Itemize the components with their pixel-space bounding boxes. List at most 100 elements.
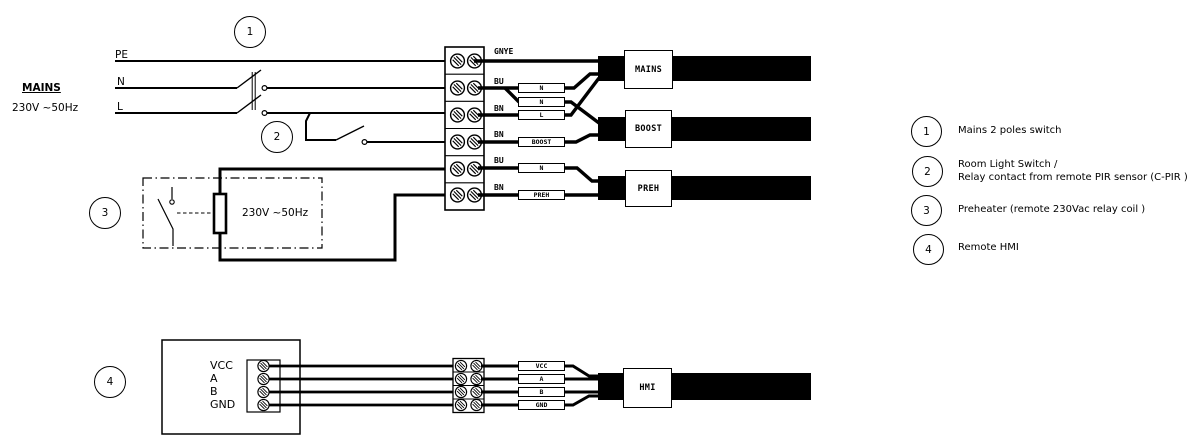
vcc-wire-b [565, 364, 600, 378]
terminal-block-bottom [452, 357, 485, 414]
hmi-cable-label: HMI [623, 368, 672, 408]
wire-tag-n3: N [518, 163, 565, 173]
wire-code-bu-1: BU [494, 77, 504, 86]
screw-terminal-icon [449, 187, 466, 203]
screw-terminal-icon [449, 53, 466, 69]
screw-terminal-icon [449, 161, 466, 177]
top-block-to-cable-wires [474, 59, 601, 197]
callout-2-number: 2 [273, 131, 281, 143]
wire-code-bn-1: BN [494, 104, 504, 113]
legend-2-text-line2: Relay contact from remote PIR sensor (C-… [958, 172, 1188, 183]
wire-tag-b: B [518, 387, 565, 397]
room-light-switch [305, 112, 446, 146]
wire-code-gnye: GNYE [494, 47, 514, 56]
wire-tag-a-text: A [539, 374, 544, 383]
relay-contact-blade [157, 198, 174, 246]
legend-1-text: Mains 2 poles switch [958, 125, 1062, 136]
wire-tag-a: A [518, 374, 565, 384]
room-switch-contact-dot [361, 139, 368, 146]
legend-3-text: Preheater (remote 230Vac relay coil ) [958, 204, 1146, 215]
wire-tag-n3-text: N [539, 163, 544, 172]
coil-bottom-wire [218, 193, 446, 262]
relay-contact-dot [169, 199, 175, 205]
l-label: L [117, 101, 123, 113]
mains-cable-label: MAINS [624, 50, 673, 89]
hmi-bus-wires [269, 364, 454, 407]
pe-label: PE [115, 49, 128, 61]
callout-1: 1 [234, 16, 266, 48]
callout-1-number: 1 [246, 26, 254, 38]
preh-n-wire-b [565, 166, 600, 183]
gnd-wire-b [565, 394, 600, 407]
callout-4: 4 [94, 366, 126, 398]
terminal-cell-dividers [453, 371, 484, 400]
screw-terminal-icon [454, 398, 468, 412]
branch-wire [305, 112, 336, 141]
hmi-cable-text: HMI [639, 383, 656, 393]
wire-tag-gnd: GND [518, 400, 565, 410]
wire-tag-l: L [518, 110, 565, 120]
l-contact-dot [261, 109, 268, 116]
wire-tag-n2: N [518, 97, 565, 107]
screw-terminal-icon [470, 385, 483, 399]
screw-terminal-icon [257, 398, 270, 412]
legend-1-number: 1 [923, 125, 930, 138]
boost-wire-b [565, 133, 600, 144]
callout-2: 2 [261, 121, 293, 153]
wire-tag-gnd-text: GND [535, 400, 548, 409]
legend-callout-2: 2 [912, 156, 943, 187]
n-contact-dot [261, 84, 268, 91]
cable-bundles [598, 56, 811, 400]
screw-terminal-icon [257, 385, 270, 399]
wire-tag-n2-text: N [539, 97, 544, 106]
wire-tag-l-text: L [539, 110, 544, 119]
preheater-relay [142, 167, 446, 262]
n-label: N [117, 76, 125, 88]
screw-terminal-icon [470, 398, 483, 412]
legend-callout-4: 4 [913, 234, 944, 265]
screw-terminal-icon [454, 385, 468, 399]
bottom-block-to-cable-wires [481, 364, 600, 407]
callout-4-number: 4 [106, 376, 114, 388]
pin-label-vcc: VCC [210, 359, 233, 372]
mains-cable-text: MAINS [634, 64, 663, 75]
screw-terminal-icon [449, 80, 466, 96]
wire-tag-vcc: VCC [518, 361, 565, 371]
switch-linkage [251, 72, 256, 110]
coil-top-wire [218, 167, 446, 194]
boost-cable-label: BOOST [625, 110, 672, 148]
n-crossover-to-boost [565, 100, 601, 125]
legend-3-number: 3 [923, 204, 930, 217]
pin-label-a: A [210, 372, 218, 385]
bn-l-wire-b [565, 76, 601, 117]
terminal-block-top [444, 46, 485, 211]
legend-2-text-line1: Room Light Switch / [958, 159, 1058, 170]
relay-coil [212, 192, 228, 235]
wire-tag-b-text: B [539, 387, 544, 396]
pin-label-gnd: GND [210, 398, 236, 411]
wire-code-bu-2: BU [494, 156, 504, 165]
wire-code-bn-3: BN [494, 183, 504, 192]
terminal-cell-dividers [445, 73, 484, 184]
screw-terminal-icon [449, 107, 466, 123]
legend-2-number: 2 [924, 165, 931, 178]
preh-cable-label: PREH [625, 170, 672, 207]
mains-source-label: MAINS [22, 82, 61, 94]
preheater-voltage-label: 230V ~50Hz [242, 207, 309, 219]
hmi-unit-box [161, 339, 454, 435]
wire-tag-boost: BOOST [518, 137, 565, 147]
wire-tag-n1-text: N [539, 83, 544, 92]
callout-3: 3 [89, 197, 121, 229]
l-switch-blade [236, 94, 262, 114]
boost-cable-text: BOOST [634, 124, 663, 134]
wire-tag-n1: N [518, 83, 565, 93]
legend-callout-3: 3 [911, 195, 942, 226]
bu-n-wire-b [565, 72, 600, 90]
mains-voltage-label: 230V ~50Hz [12, 102, 79, 114]
screw-terminal-icon [257, 359, 270, 373]
legend-4-number: 4 [925, 243, 932, 256]
wire-tag-boost-text: BOOST [531, 137, 552, 146]
screw-terminal-icon [454, 372, 468, 386]
